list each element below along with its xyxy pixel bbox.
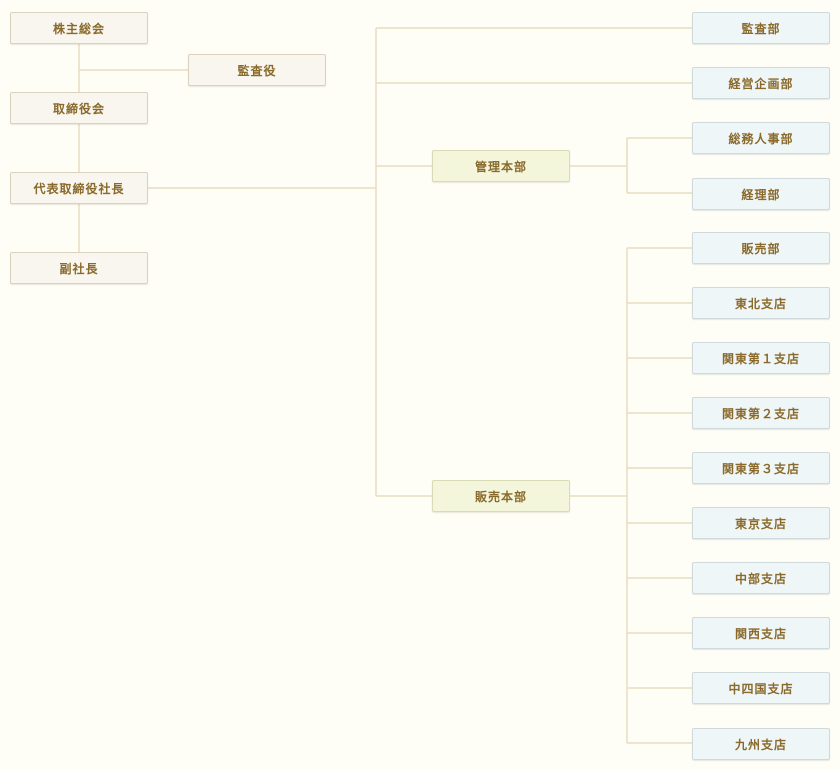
node-branch: 関東第２支店: [692, 397, 830, 429]
node-branch: 中部支店: [692, 562, 830, 594]
node-branch: 東北支店: [692, 287, 830, 319]
node-branch: 関東第１支店: [692, 342, 830, 374]
node-corporate-planning-dept: 経営企画部: [692, 67, 830, 99]
node-sales-dept: 販売部: [692, 232, 830, 264]
node-ceo: 代表取締役社長: [10, 172, 148, 204]
node-sales-hq: 販売本部: [432, 480, 570, 512]
node-audit-dept: 監査部: [692, 12, 830, 44]
node-shareholders-meeting: 株主総会: [10, 12, 148, 44]
node-branch: 中四国支店: [692, 672, 830, 704]
node-branch: 九州支店: [692, 728, 830, 760]
node-vice-president: 副社長: [10, 252, 148, 284]
node-board: 取締役会: [10, 92, 148, 124]
node-accounting-dept: 経理部: [692, 178, 830, 210]
node-branch: 関西支店: [692, 617, 830, 649]
node-branch: 東京支店: [692, 507, 830, 539]
node-auditor: 監査役: [188, 54, 326, 86]
node-general-hr-dept: 総務人事部: [692, 122, 830, 154]
node-branch: 関東第３支店: [692, 452, 830, 484]
node-admin-hq: 管理本部: [432, 150, 570, 182]
